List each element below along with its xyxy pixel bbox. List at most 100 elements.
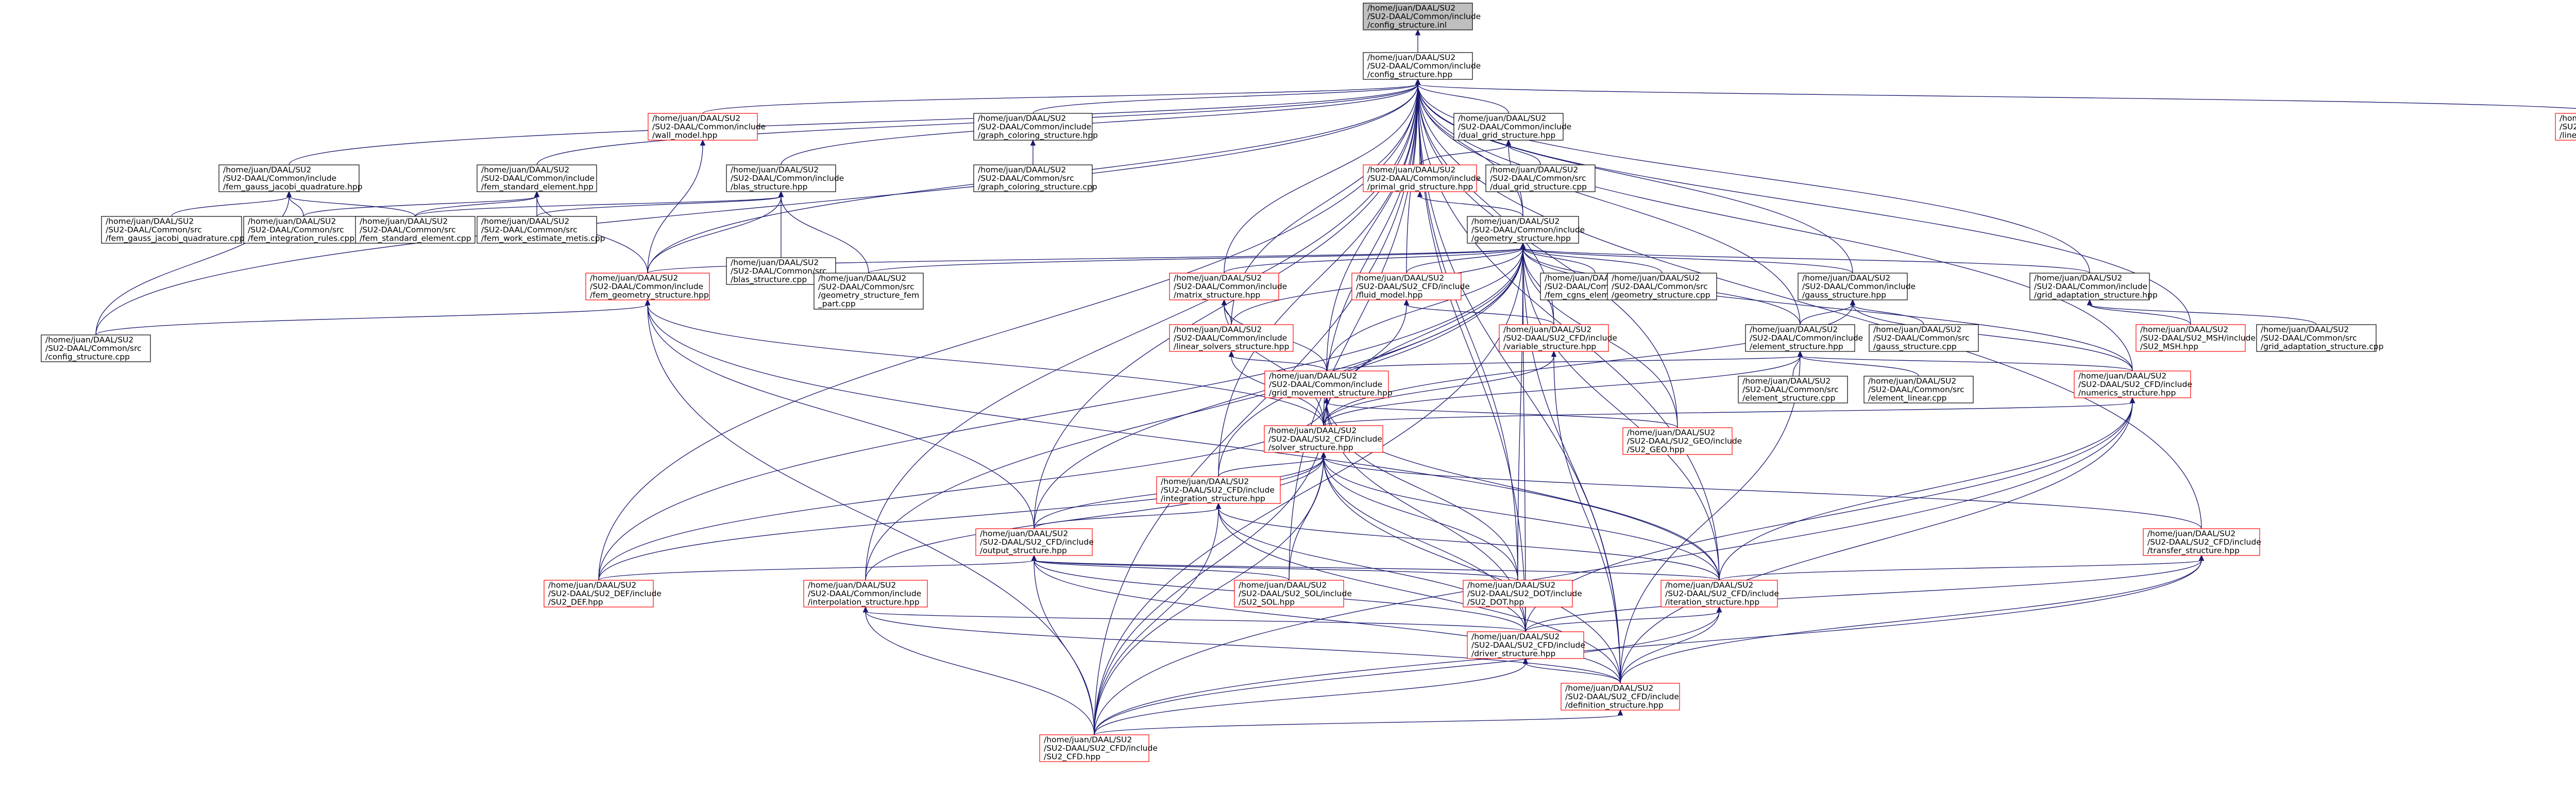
node-output[interactable]: /home/juan/DAAL/SU2/SU2-DAAL/SU2_CFD/inc… bbox=[975, 528, 1094, 556]
node-graph_col_cpp[interactable]: /home/juan/DAAL/SU2/SU2-DAAL/Common/src/… bbox=[973, 164, 1097, 192]
node-config_cpp[interactable]: /home/juan/DAAL/SU2/SU2-DAAL/Common/src/… bbox=[41, 334, 151, 362]
node-box[interactable] bbox=[585, 273, 710, 300]
node-dual_grid[interactable]: /home/juan/DAAL/SU2/SU2-DAAL/Common/incl… bbox=[1453, 113, 1571, 141]
node-box[interactable] bbox=[1453, 113, 1564, 141]
node-box[interactable] bbox=[1485, 164, 1596, 192]
node-box[interactable] bbox=[1351, 273, 1462, 300]
node-grid_adapt_cpp[interactable]: /home/juan/DAAL/SU2/SU2-DAAL/Common/src/… bbox=[2256, 324, 2384, 352]
node-element_cpp[interactable]: /home/juan/DAAL/SU2/SU2-DAAL/Common/src/… bbox=[1738, 376, 1848, 403]
node-box[interactable] bbox=[2074, 370, 2191, 398]
node-label-line: /SU2-DAAL/SU2_CFD/include bbox=[2078, 380, 2192, 390]
node-box[interactable] bbox=[2136, 324, 2246, 352]
node-box[interactable] bbox=[1660, 580, 1778, 608]
node-box[interactable] bbox=[973, 113, 1093, 141]
node-su2_geo[interactable]: /home/juan/DAAL/SU2/SU2-DAAL/SU2_GEO/inc… bbox=[1622, 427, 1742, 455]
node-definition[interactable]: /home/juan/DAAL/SU2/SU2-DAAL/SU2_CFD/inc… bbox=[1561, 683, 1680, 711]
node-linear_solvers_b[interactable]: /home/juan/DAAL/SU2/SU2-DAAL/Common/incl… bbox=[2555, 113, 2576, 141]
node-box[interactable] bbox=[2555, 113, 2576, 141]
node-element_linear_cpp[interactable]: /home/juan/DAAL/SU2/SU2-DAAL/Common/src/… bbox=[1863, 376, 1974, 403]
node-box[interactable] bbox=[218, 164, 360, 192]
node-graph_col_hpp[interactable]: /home/juan/DAAL/SU2/SU2-DAAL/Common/incl… bbox=[973, 113, 1098, 141]
node-blas_cpp[interactable]: /home/juan/DAAL/SU2/SU2-DAAL/Common/src/… bbox=[726, 257, 836, 285]
node-box[interactable] bbox=[1738, 376, 1848, 403]
node-su2_sol[interactable]: /home/juan/DAAL/SU2/SU2-DAAL/SU2_SOL/inc… bbox=[1234, 580, 1352, 608]
node-integration[interactable]: /home/juan/DAAL/SU2/SU2-DAAL/SU2_CFD/inc… bbox=[1156, 476, 1281, 504]
node-config_hpp[interactable]: /home/juan/DAAL/SU2/SU2-DAAL/Common/incl… bbox=[1363, 52, 1481, 80]
node-geometry_fem_cpp[interactable]: /home/juan/DAAL/SU2/SU2-DAAL/Common/src/… bbox=[814, 273, 924, 310]
node-box[interactable] bbox=[2029, 273, 2150, 300]
node-fem_std_cpp[interactable]: /home/juan/DAAL/SU2/SU2-DAAL/Common/src/… bbox=[355, 216, 476, 244]
node-box[interactable] bbox=[1467, 631, 1584, 659]
node-label-line: /element_structure.cpp bbox=[1742, 393, 1835, 403]
node-primal_grid[interactable]: /home/juan/DAAL/SU2/SU2-DAAL/Common/incl… bbox=[1363, 164, 1481, 192]
node-box[interactable] bbox=[2256, 324, 2377, 352]
node-gauss_cpp[interactable]: /home/juan/DAAL/SU2/SU2-DAAL/Common/src/… bbox=[1869, 324, 1979, 352]
node-box[interactable] bbox=[1264, 425, 1383, 453]
node-variable[interactable]: /home/juan/DAAL/SU2/SU2-DAAL/SU2_CFD/inc… bbox=[1499, 324, 1617, 352]
node-box[interactable] bbox=[975, 528, 1093, 556]
node-box[interactable] bbox=[1039, 734, 1149, 762]
node-linear_solvers[interactable]: /home/juan/DAAL/SU2/SU2-DAAL/Common/incl… bbox=[1169, 324, 1294, 352]
node-box[interactable] bbox=[1863, 376, 1974, 403]
node-fem_gauss[interactable]: /home/juan/DAAL/SU2/SU2-DAAL/Common/incl… bbox=[218, 164, 363, 192]
node-su2_msh[interactable]: /home/juan/DAAL/SU2/SU2-DAAL/SU2_MSH/inc… bbox=[2136, 324, 2256, 352]
node-grid_movement[interactable]: /home/juan/DAAL/SU2/SU2-DAAL/Common/incl… bbox=[1264, 370, 1393, 398]
node-box[interactable] bbox=[477, 164, 597, 192]
node-box[interactable] bbox=[726, 164, 836, 192]
node-box[interactable] bbox=[1607, 273, 1717, 300]
node-gauss_hpp[interactable]: /home/juan/DAAL/SU2/SU2-DAAL/Common/incl… bbox=[1798, 273, 1916, 300]
node-box[interactable] bbox=[477, 216, 597, 244]
node-numerics[interactable]: /home/juan/DAAL/SU2/SU2-DAAL/SU2_CFD/inc… bbox=[2074, 370, 2192, 398]
node-grid_adapt_hpp[interactable]: /home/juan/DAAL/SU2/SU2-DAAL/Common/incl… bbox=[2029, 273, 2158, 300]
node-wall_model[interactable]: /home/juan/DAAL/SU2/SU2-DAAL/Common/incl… bbox=[648, 113, 766, 141]
node-box[interactable] bbox=[1463, 580, 1573, 608]
node-interpolation[interactable]: /home/juan/DAAL/SU2/SU2-DAAL/Common/incl… bbox=[803, 580, 928, 608]
node-fem_integ_cpp[interactable]: /home/juan/DAAL/SU2/SU2-DAAL/Common/src/… bbox=[243, 216, 364, 244]
node-box[interactable] bbox=[814, 273, 924, 310]
node-fluid_model[interactable]: /home/juan/DAAL/SU2/SU2-DAAL/SU2_CFD/inc… bbox=[1351, 273, 1470, 300]
node-box[interactable] bbox=[1561, 683, 1680, 711]
node-iteration[interactable]: /home/juan/DAAL/SU2/SU2-DAAL/SU2_CFD/inc… bbox=[1660, 580, 1779, 608]
node-box[interactable] bbox=[544, 580, 654, 608]
node-box[interactable] bbox=[101, 216, 242, 244]
node-box[interactable] bbox=[1798, 273, 1908, 300]
node-fem_geometry[interactable]: /home/juan/DAAL/SU2/SU2-DAAL/Common/incl… bbox=[585, 273, 710, 300]
node-fem_work_cpp[interactable]: /home/juan/DAAL/SU2/SU2-DAAL/Common/src/… bbox=[477, 216, 605, 244]
node-box[interactable] bbox=[648, 113, 758, 141]
node-transfer[interactable]: /home/juan/DAAL/SU2/SU2-DAAL/SU2_CFD/inc… bbox=[2143, 528, 2261, 556]
node-box[interactable] bbox=[355, 216, 476, 244]
node-matrix[interactable]: /home/juan/DAAL/SU2/SU2-DAAL/Common/incl… bbox=[1169, 273, 1287, 300]
node-box[interactable] bbox=[973, 164, 1093, 192]
node-box[interactable] bbox=[1467, 216, 1579, 244]
node-box[interactable] bbox=[1745, 324, 1855, 352]
node-driver[interactable]: /home/juan/DAAL/SU2/SU2-DAAL/SU2_CFD/inc… bbox=[1467, 631, 1585, 659]
node-box[interactable] bbox=[243, 216, 364, 244]
node-box[interactable] bbox=[1363, 164, 1477, 192]
node-element[interactable]: /home/juan/DAAL/SU2/SU2-DAAL/Common/incl… bbox=[1745, 324, 1863, 352]
node-solver[interactable]: /home/juan/DAAL/SU2/SU2-DAAL/SU2_CFD/inc… bbox=[1264, 425, 1383, 453]
node-box[interactable] bbox=[1156, 476, 1281, 504]
node-box[interactable] bbox=[1363, 52, 1473, 80]
node-box[interactable] bbox=[803, 580, 928, 608]
edge-transfer-to-config_hpp bbox=[1417, 83, 2202, 529]
node-box[interactable] bbox=[1869, 324, 1979, 352]
node-box[interactable] bbox=[1499, 324, 1609, 352]
node-blas[interactable]: /home/juan/DAAL/SU2/SU2-DAAL/Common/incl… bbox=[726, 164, 844, 192]
node-su2_cfd[interactable]: /home/juan/DAAL/SU2/SU2-DAAL/SU2_CFD/inc… bbox=[1039, 734, 1158, 762]
node-dual_grid_cpp[interactable]: /home/juan/DAAL/SU2/SU2-DAAL/Common/src/… bbox=[1485, 164, 1596, 192]
node-fem_gauss_cpp[interactable]: /home/juan/DAAL/SU2/SU2-DAAL/Common/src/… bbox=[101, 216, 244, 244]
node-su2_def[interactable]: /home/juan/DAAL/SU2/SU2-DAAL/SU2_DEF/inc… bbox=[544, 580, 662, 608]
node-fem_std_el[interactable]: /home/juan/DAAL/SU2/SU2-DAAL/Common/incl… bbox=[477, 164, 597, 192]
node-label-line: /geometry_structure.cpp bbox=[1612, 290, 1710, 300]
node-geometry_hpp[interactable]: /home/juan/DAAL/SU2/SU2-DAAL/Common/incl… bbox=[1467, 216, 1585, 244]
node-box[interactable] bbox=[2143, 528, 2260, 556]
node-box[interactable] bbox=[1169, 324, 1294, 352]
node-box[interactable] bbox=[1234, 580, 1344, 608]
node-su2_dot[interactable]: /home/juan/DAAL/SU2/SU2-DAAL/SU2_DOT/inc… bbox=[1463, 580, 1582, 608]
node-geometry_cpp[interactable]: /home/juan/DAAL/SU2/SU2-DAAL/Common/src/… bbox=[1607, 273, 1717, 300]
node-box[interactable] bbox=[1264, 370, 1389, 398]
node-label-line: /SU2-DAAL/Common/include bbox=[223, 174, 336, 183]
node-box[interactable] bbox=[1622, 427, 1733, 455]
node-box[interactable] bbox=[41, 334, 151, 362]
node-box[interactable] bbox=[1169, 273, 1279, 300]
